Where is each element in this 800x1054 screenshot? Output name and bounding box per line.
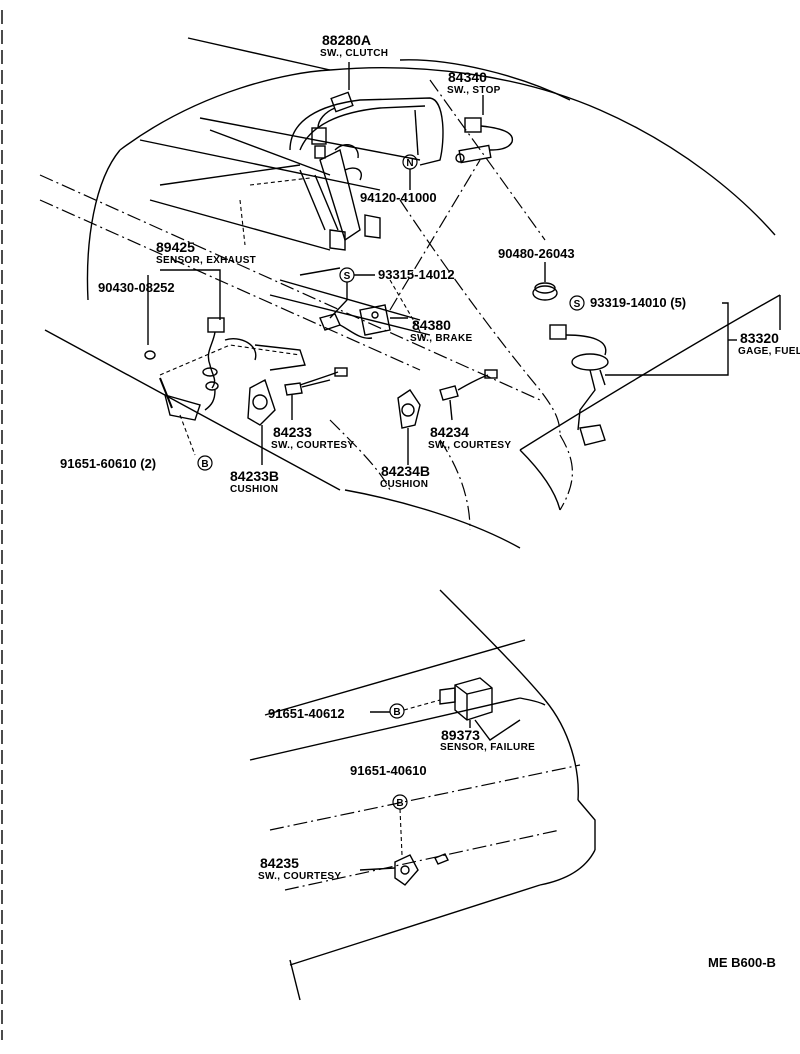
svg-text:88280A: 88280A	[322, 32, 371, 48]
svg-text:SW., CLUTCH: SW., CLUTCH	[320, 48, 388, 59]
svg-text:SW., BRAKE: SW., BRAKE	[410, 333, 472, 344]
diagram-id: ME B600-B	[708, 955, 776, 970]
vehicle-body-outline	[39, 37, 781, 549]
grommet	[532, 262, 558, 301]
pedal-bracket	[289, 97, 444, 251]
svg-text:CUSHION: CUSHION	[230, 484, 278, 495]
label-84233: 84233 SW., COURTESY	[271, 424, 354, 451]
svg-text:SW., COURTESY: SW., COURTESY	[271, 440, 354, 451]
label-89425: 89425 SENSOR, EXHAUST	[156, 239, 256, 266]
label-88280a: 88280A SW., CLUTCH	[320, 32, 388, 59]
label-90480: 90480-26043	[498, 246, 575, 261]
svg-text:83320: 83320	[740, 330, 779, 346]
svg-text:SW., STOP: SW., STOP	[447, 85, 501, 96]
clutch-switch	[311, 62, 354, 159]
svg-text:84234: 84234	[430, 424, 469, 440]
svg-text:B: B	[201, 459, 208, 470]
label-91651-60610: 91651-60610 (2)	[60, 456, 156, 471]
label-84234: 84234 SW., COURTESY	[428, 424, 511, 451]
svg-text:B: B	[396, 798, 403, 809]
svg-text:B: B	[393, 707, 400, 718]
svg-text:84340: 84340	[448, 69, 487, 85]
label-84233b: 84233B CUSHION	[230, 468, 279, 495]
svg-text:SW., COURTESY: SW., COURTESY	[258, 871, 341, 882]
label-89373: 89373 SENSOR, FAILURE	[440, 727, 535, 753]
label-93315: 93315-14012	[378, 267, 455, 282]
bolt-symbol-front: B	[179, 414, 213, 471]
stop-switch	[455, 95, 514, 164]
label-84235: 84235 SW., COURTESY	[258, 855, 341, 882]
label-94120: 94120-41000	[360, 190, 437, 205]
svg-text:84234B: 84234B	[381, 463, 430, 479]
nut-symbol: N	[402, 154, 418, 190]
svg-text:SW., COURTESY: SW., COURTESY	[428, 440, 511, 451]
exhaust-sensor	[144, 269, 306, 421]
rear-body-outline	[249, 589, 596, 1001]
label-84380: 84380 SW., BRAKE	[410, 317, 472, 344]
label-93319: 93319-14010 (5)	[590, 295, 686, 310]
courtesy-switch-trunk: B	[359, 794, 449, 886]
courtesy-switch-front	[247, 367, 348, 465]
svg-text:S: S	[574, 299, 581, 310]
label-91651-40612: 91651-40612	[268, 706, 345, 721]
label-91651-40610: 91651-40610	[350, 763, 427, 778]
label-84234b: 84234B CUSHION	[380, 463, 430, 490]
svg-text:SENSOR, EXHAUST: SENSOR, EXHAUST	[156, 255, 256, 266]
svg-text:89373: 89373	[441, 727, 480, 743]
svg-text:GAGE, FUEL: GAGE, FUEL	[738, 346, 800, 357]
svg-text:N: N	[406, 158, 413, 169]
svg-text:84235: 84235	[260, 855, 299, 871]
courtesy-switch-rear	[397, 369, 498, 465]
svg-text:84233: 84233	[273, 424, 312, 440]
label-84340: 84340 SW., STOP	[447, 69, 501, 96]
svg-text:84380: 84380	[412, 317, 451, 333]
svg-text:84233B: 84233B	[230, 468, 279, 484]
svg-text:SENSOR, FAILURE: SENSOR, FAILURE	[440, 742, 535, 753]
svg-text:89425: 89425	[156, 239, 195, 255]
label-83320: 83320 GAGE, FUEL	[738, 330, 800, 357]
brake-switch: S	[319, 267, 426, 341]
fuel-gage: S	[549, 295, 737, 446]
svg-text:S: S	[344, 271, 351, 282]
svg-text:CUSHION: CUSHION	[380, 479, 428, 490]
failure-sensor: B	[370, 677, 493, 728]
label-90430: 90430-08252	[98, 280, 175, 295]
